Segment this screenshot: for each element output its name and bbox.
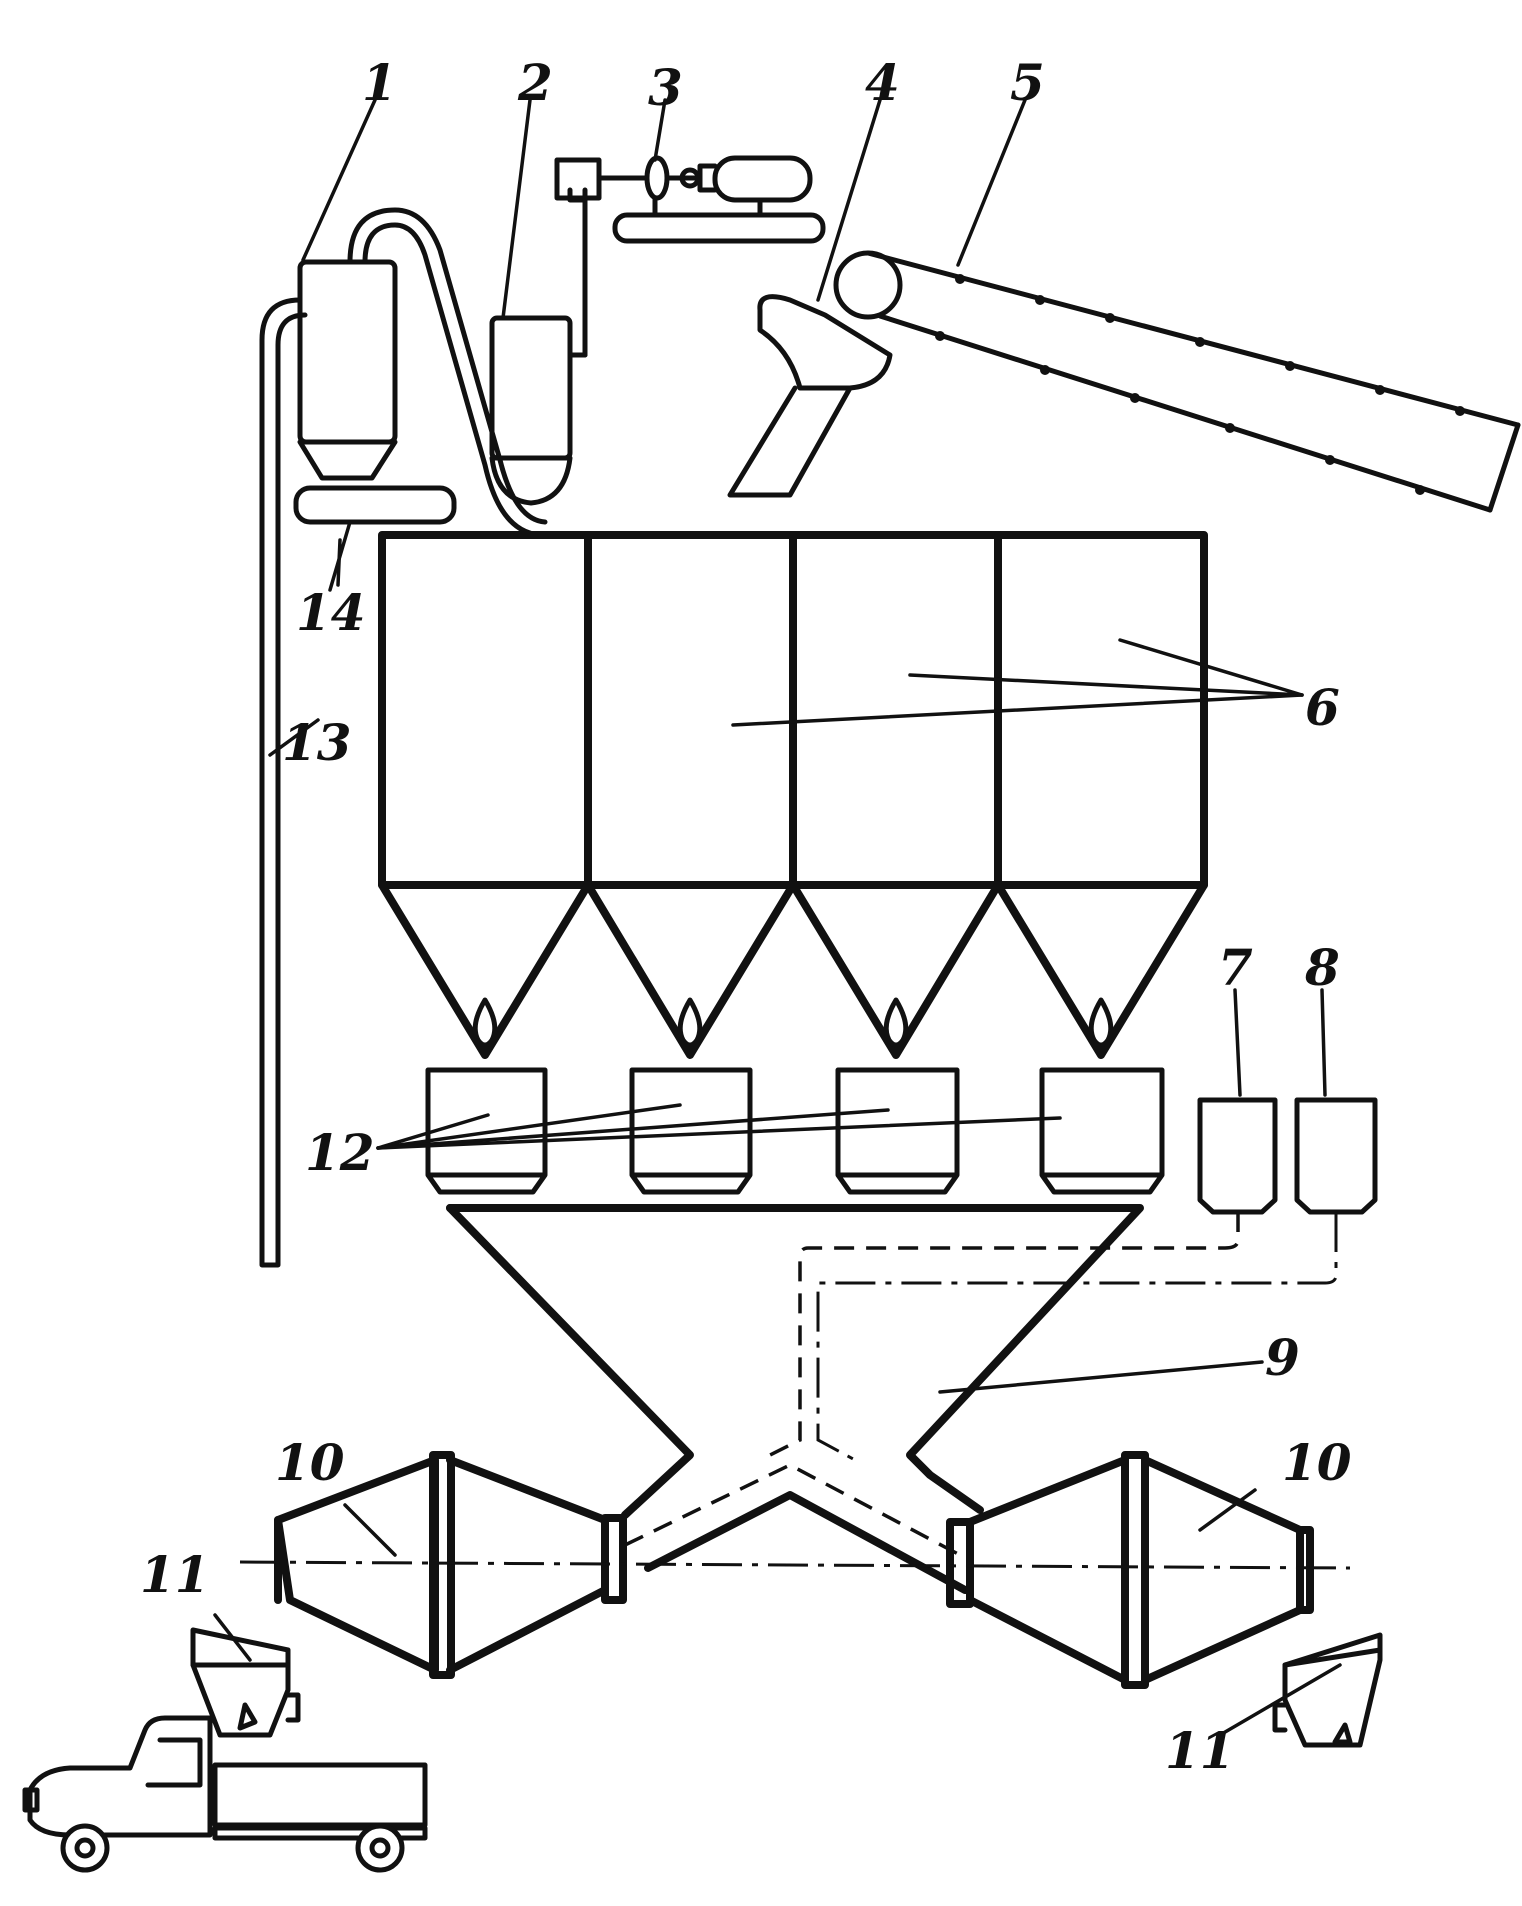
exhaust-fan [554,155,826,244]
label-13: 13 [282,713,352,772]
left-dispensing-bin [190,1613,301,1738]
label-8: 8 [1304,938,1340,997]
cyclone-separator [293,207,548,538]
belt-conveyor [833,250,1521,513]
label-9: 9 [1265,1328,1300,1387]
label-12: 12 [305,1123,375,1182]
label-2: 2 [517,53,553,112]
leader-lines [268,98,1327,1097]
right-dispensing-bin [1218,1632,1383,1748]
label-11-right: 11 [1165,1721,1235,1780]
label-5: 5 [1010,53,1045,112]
label-3: 3 [648,58,683,117]
label-10-left: 10 [275,1433,345,1492]
dosing-hoppers [376,1067,1165,1195]
left-drum [274,1451,627,1679]
label-1: 1 [362,53,397,112]
storage-silos [378,531,1304,1059]
loading-chute [727,294,893,498]
label-14: 14 [296,583,366,642]
additive-hoppers [759,1097,1378,1462]
pneumatic-pipe [259,297,308,1268]
bag-filter [489,187,588,506]
label-11-left: 11 [140,1545,210,1604]
label-4: 4 [865,53,900,112]
label-6: 6 [1305,678,1340,737]
label-7: 7 [1218,938,1253,997]
truck-icon [22,1715,428,1873]
label-10-right: 10 [1282,1433,1352,1492]
right-drum [946,1451,1314,1689]
axis-line [239,1560,1351,1570]
mixer-hopper [446,1204,1264,1594]
